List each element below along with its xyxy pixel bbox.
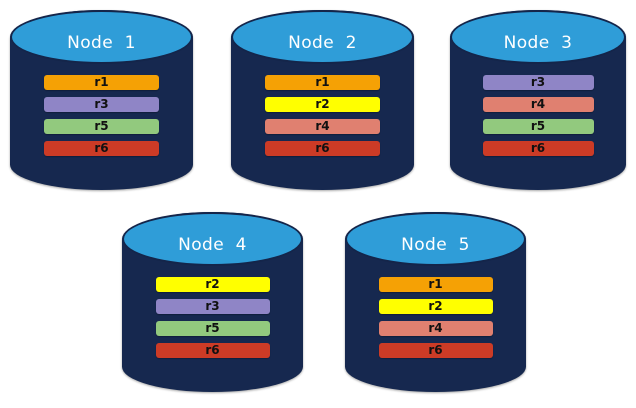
replica-r3[interactable]: r3	[482, 75, 594, 90]
node-3[interactable]: Node 3 r3 r4 r5 r6	[450, 10, 626, 190]
replica-r1[interactable]: r1	[378, 277, 493, 292]
cylinder-top-face	[12, 12, 191, 62]
replica-list: r2 r3 r5 r6	[122, 277, 303, 358]
cylinder-top-face	[233, 12, 412, 62]
node-label: Node 4	[178, 235, 247, 255]
replica-r6[interactable]: r6	[265, 141, 380, 156]
cylinder-top-face	[452, 12, 624, 62]
cylinder-top-face	[124, 214, 301, 264]
replica-r1[interactable]: r1	[44, 75, 159, 90]
replica-r4[interactable]: r4	[482, 97, 594, 112]
node-label: Node 2	[288, 33, 357, 53]
replica-r6[interactable]: r6	[482, 141, 594, 156]
replica-r5[interactable]: r5	[482, 119, 594, 134]
replica-r6[interactable]: r6	[155, 343, 270, 358]
node-label: Node 3	[503, 33, 573, 53]
replica-list: r1 r2 r4 r6	[231, 75, 414, 156]
replica-r3[interactable]: r3	[44, 97, 159, 112]
replica-r6[interactable]: r6	[44, 141, 159, 156]
replica-r6[interactable]: r6	[378, 343, 493, 358]
replica-r2[interactable]: r2	[155, 277, 270, 292]
replica-r2[interactable]: r2	[265, 97, 380, 112]
replica-list: r1 r2 r4 r6	[345, 277, 526, 358]
replica-r4[interactable]: r4	[378, 321, 493, 336]
replica-r5[interactable]: r5	[155, 321, 270, 336]
node-label: Node 5	[401, 235, 470, 255]
node-4[interactable]: Node 4 r2 r3 r5 r6	[122, 212, 303, 392]
cylinder-top-face	[347, 214, 524, 264]
replica-r4[interactable]: r4	[265, 119, 380, 134]
node-5[interactable]: Node 5 r1 r2 r4 r6	[345, 212, 526, 392]
replica-r3[interactable]: r3	[155, 299, 270, 314]
node-2[interactable]: Node 2 r1 r2 r4 r6	[231, 10, 414, 190]
replica-list: r3 r4 r5 r6	[450, 75, 626, 156]
replica-r5[interactable]: r5	[44, 119, 159, 134]
replica-r2[interactable]: r2	[378, 299, 493, 314]
replica-list: r1 r3 r5 r6	[10, 75, 193, 156]
node-1[interactable]: Node 1 r1 r3 r5 r6	[10, 10, 193, 190]
node-label: Node 1	[67, 33, 136, 53]
replica-r1[interactable]: r1	[265, 75, 380, 90]
